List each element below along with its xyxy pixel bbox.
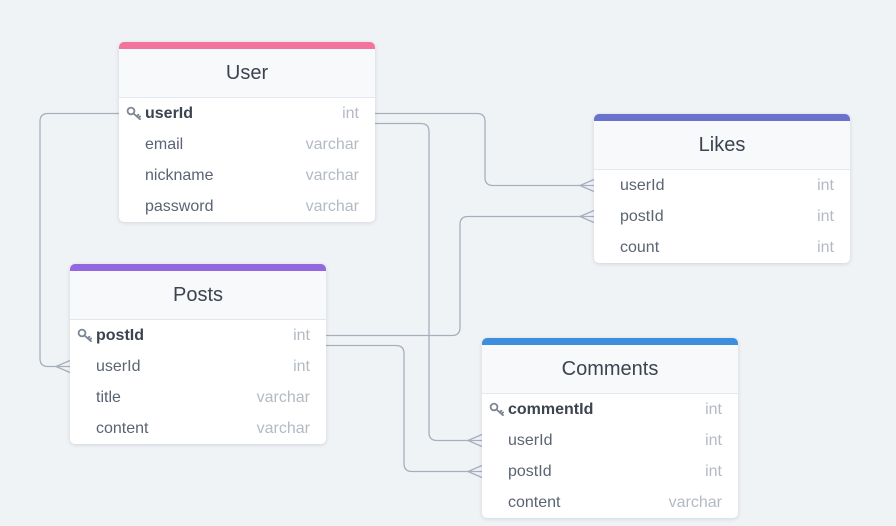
column-type: varchar <box>305 166 359 184</box>
connector-line <box>326 344 482 473</box>
column-type: varchar <box>668 493 722 511</box>
column-type: int <box>705 400 722 418</box>
column-row-email[interactable]: email varchar <box>119 129 375 160</box>
column-name: password <box>145 197 214 215</box>
column-row-user-id[interactable]: userId int <box>119 98 375 129</box>
column-row-nickname[interactable]: nickname varchar <box>119 160 375 191</box>
column-type: int <box>293 357 310 375</box>
column-name: userId <box>508 431 553 449</box>
table-title: Likes <box>594 114 850 170</box>
key-icon <box>489 402 504 416</box>
crows-foot-marker <box>55 359 71 374</box>
relation-posts-to-likes[interactable] <box>326 209 595 337</box>
key-icon <box>126 106 141 120</box>
key-icon <box>77 328 92 342</box>
column-type: int <box>817 207 834 225</box>
column-type: varchar <box>305 135 359 153</box>
column-type: varchar <box>256 388 310 406</box>
column-name: postId <box>620 207 664 225</box>
relation-user-to-comments[interactable] <box>375 122 483 448</box>
column-row-comment-id[interactable]: commentId int <box>482 394 738 425</box>
column-type: int <box>817 176 834 194</box>
connector-line <box>375 122 482 442</box>
crows-foot-marker <box>579 178 595 193</box>
column-name: nickname <box>145 166 214 184</box>
column-row-user-id[interactable]: userId int <box>482 425 738 456</box>
table-title: Comments <box>482 338 738 394</box>
column-row-user-id[interactable]: userId int <box>70 351 326 382</box>
connector-line <box>326 215 594 337</box>
column-type: int <box>817 238 834 256</box>
column-name: email <box>145 135 184 153</box>
column-row-content[interactable]: content varchar <box>70 413 326 444</box>
column-type: varchar <box>256 419 310 437</box>
table-title: Posts <box>70 264 326 320</box>
column-type: varchar <box>305 197 359 215</box>
column-name: userId <box>96 357 141 375</box>
column-name: postId <box>96 326 144 344</box>
column-type: int <box>293 326 310 344</box>
column-row-post-id[interactable]: postId int <box>70 320 326 351</box>
column-name: userId <box>620 176 665 194</box>
connector-line <box>375 112 594 187</box>
column-name: count <box>620 238 660 256</box>
column-type: int <box>705 431 722 449</box>
column-name: title <box>96 388 121 406</box>
column-name: commentId <box>508 400 594 418</box>
relation-user-to-posts[interactable] <box>39 112 119 374</box>
column-type: int <box>705 462 722 480</box>
crows-foot-marker <box>579 209 595 224</box>
table-user[interactable]: User userId int email varchar nickname varchar… <box>119 42 375 222</box>
column-row-title[interactable]: title varchar <box>70 382 326 413</box>
relation-posts-to-comments[interactable] <box>326 344 483 479</box>
column-row-post-id[interactable]: postId int <box>482 456 738 487</box>
column-name: postId <box>508 462 552 480</box>
column-row-user-id[interactable]: userId int <box>594 170 850 201</box>
column-name: content <box>508 493 561 511</box>
connector-line <box>39 112 119 368</box>
column-row-post-id[interactable]: postId int <box>594 201 850 232</box>
column-name: userId <box>145 104 194 122</box>
crows-foot-marker <box>467 464 483 479</box>
column-type: int <box>342 104 359 122</box>
table-likes[interactable]: Likes userId int postId int count int <box>594 114 850 263</box>
table-title: User <box>119 42 375 98</box>
column-name: content <box>96 419 149 437</box>
column-row-count[interactable]: count int <box>594 232 850 263</box>
column-row-password[interactable]: password varchar <box>119 191 375 222</box>
relation-user-to-likes[interactable] <box>375 112 595 193</box>
crows-foot-marker <box>467 433 483 448</box>
column-row-content[interactable]: content varchar <box>482 487 738 518</box>
